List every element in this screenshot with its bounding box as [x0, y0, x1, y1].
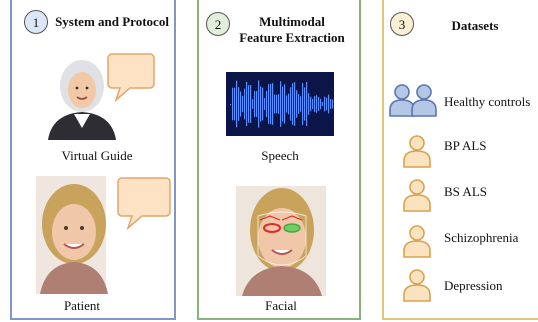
waveform-bar: [238, 87, 240, 121]
waveform-bar: [282, 86, 284, 122]
waveform-bar: [272, 83, 274, 125]
waveform-bar: [256, 90, 258, 118]
waveform-bar: [308, 93, 310, 115]
waveform-bar: [266, 90, 268, 118]
waveform-bar: [262, 87, 264, 121]
dataset-healthy-controls: Healthy controls: [444, 94, 531, 109]
waveform-icon: [230, 80, 334, 128]
waveform-bar: [296, 90, 298, 118]
waveform-bar: [240, 91, 242, 117]
waveform-bar: [332, 99, 334, 109]
waveform-bar: [274, 94, 276, 114]
waveform-bar: [320, 98, 322, 110]
patient-label: Patient: [63, 298, 101, 313]
waveform-bar: [292, 83, 294, 125]
panel-1-title: System and Protocol: [55, 14, 169, 29]
waveform-bar: [310, 96, 312, 112]
waveform-bar: [316, 95, 318, 113]
waveform-bar: [280, 81, 282, 127]
waveform-bar: [304, 87, 306, 121]
facial-landmarks-image: [236, 186, 326, 296]
virtual-guide-label: Virtual Guide: [61, 148, 133, 163]
waveform-bar: [244, 88, 246, 120]
people-icon: [389, 84, 437, 117]
waveform-bar: [298, 94, 300, 114]
waveform-bar: [236, 80, 238, 128]
waveform-bar: [302, 82, 304, 126]
waveform-bar: [264, 98, 266, 110]
waveform-bar: [294, 82, 296, 126]
waveform-bar: [326, 97, 328, 111]
waveform-bar: [246, 81, 248, 127]
speech-label: Speech: [261, 148, 299, 163]
waveform-bar: [284, 84, 286, 124]
waveform-bar: [318, 97, 320, 111]
facial-label: Facial: [265, 298, 297, 313]
dataset-depression: Depression: [444, 278, 503, 293]
panel-system-protocol: [10, 0, 176, 320]
waveform-bar: [286, 95, 288, 113]
waveform-bar: [314, 95, 316, 113]
waveform-bar: [276, 94, 278, 114]
waveform-bar: [270, 83, 272, 125]
dataset-schizophrenia: Schizophrenia: [444, 230, 519, 245]
waveform-bar: [278, 94, 280, 114]
dataset-bp-als: BP ALS: [444, 138, 487, 153]
waveform-bar: [234, 87, 236, 121]
speech-waveform-image: [226, 72, 334, 136]
waveform-bar: [290, 87, 292, 121]
waveform-bar: [254, 91, 256, 117]
waveform-bar: [252, 99, 254, 109]
speech-bubble-icon: [107, 53, 155, 103]
panel-2-title: Multimodal Feature Extraction: [226, 14, 358, 46]
waveform-bar: [268, 84, 270, 124]
waveform-bar: [230, 104, 232, 105]
waveform-bar: [312, 98, 314, 110]
person-icon: [403, 135, 431, 168]
waveform-bar: [328, 94, 330, 114]
waveform-bar: [258, 80, 260, 128]
dataset-bs-als: BS ALS: [444, 184, 487, 199]
panel-2-title-line1: Multimodal: [259, 14, 325, 29]
waveform-bar: [300, 96, 302, 112]
waveform-bar: [242, 95, 244, 113]
patient-photo: [36, 176, 171, 294]
waveform-bar: [232, 87, 234, 121]
waveform-bar: [260, 86, 262, 122]
virtual-guide-avatar: [48, 53, 155, 140]
waveform-bar: [322, 101, 324, 107]
person-icon: [403, 269, 431, 302]
waveform-bar: [288, 93, 290, 115]
step-badge-1: 1: [24, 10, 48, 34]
person-icon: [403, 225, 431, 258]
panel-feature-extraction: [197, 0, 361, 320]
waveform-bar: [330, 98, 332, 110]
step-badge-3: 3: [390, 12, 414, 36]
waveform-bar: [248, 85, 250, 123]
waveform-bar: [324, 96, 326, 112]
waveform-bar: [306, 81, 308, 127]
waveform-bar: [250, 85, 252, 123]
panel-3-title: Datasets: [451, 18, 499, 33]
person-icon: [403, 179, 431, 212]
speech-bubble-icon: [117, 177, 171, 231]
panel-2-title-line2: Feature Extraction: [239, 30, 345, 45]
step-badge-2: 2: [206, 12, 230, 36]
panel-datasets: [382, 0, 538, 320]
